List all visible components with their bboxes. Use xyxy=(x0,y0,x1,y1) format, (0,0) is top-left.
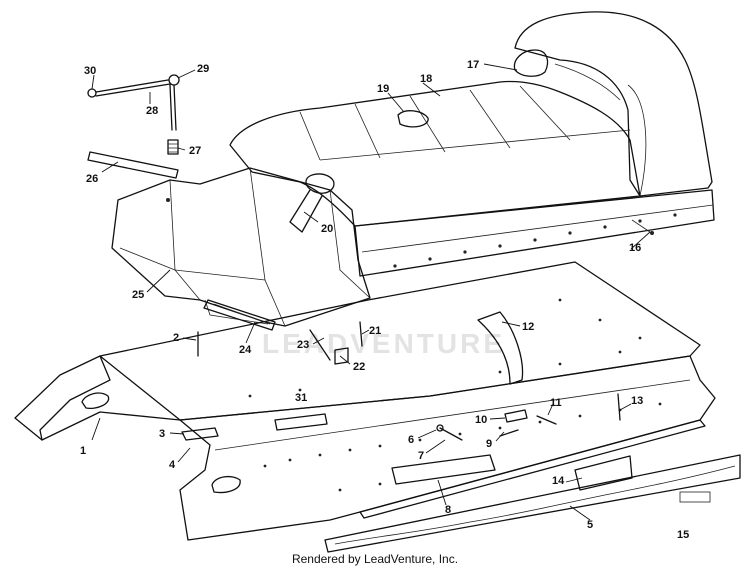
callout-14: 14 xyxy=(552,475,565,487)
tank-strap xyxy=(203,299,276,331)
callout-30: 30 xyxy=(84,65,96,77)
callout-4: 4 xyxy=(169,459,176,471)
bracket-12 xyxy=(477,311,524,385)
callout-22: 22 xyxy=(353,361,365,373)
callout-1: 1 xyxy=(80,445,86,457)
callout-11: 11 xyxy=(550,397,562,409)
pad-26 xyxy=(87,151,179,179)
callout-20: 20 xyxy=(321,223,333,235)
bracket-14 xyxy=(574,455,633,491)
callout-18: 18 xyxy=(420,73,432,85)
fuel-tank-assembly xyxy=(111,167,371,331)
footrest-15 xyxy=(324,454,741,553)
leader-lines xyxy=(91,63,651,521)
decal-31 xyxy=(274,413,328,431)
callout-29: 29 xyxy=(197,63,209,75)
callout-27: 27 xyxy=(189,145,201,157)
linkage-assembly xyxy=(87,74,180,179)
callout-3: 3 xyxy=(159,428,165,440)
callout-19: 19 xyxy=(377,83,389,95)
seat-emblem xyxy=(397,110,429,128)
fuel-tank xyxy=(111,167,371,327)
callout-16: 16 xyxy=(629,242,641,254)
callout-17: 17 xyxy=(467,59,479,71)
callout-12: 12 xyxy=(522,321,534,333)
callout-24: 24 xyxy=(239,344,252,356)
callout-23: 23 xyxy=(297,339,309,351)
chassis-tunnel xyxy=(14,261,716,541)
callout-7: 7 xyxy=(418,450,424,462)
seat-cushion xyxy=(229,80,641,227)
callout-15: 15 xyxy=(677,529,689,541)
callout-21: 21 xyxy=(369,325,381,337)
backrest-pad xyxy=(513,49,549,77)
running-board xyxy=(324,419,741,553)
callout-25: 25 xyxy=(132,289,144,301)
watermark: LEADVENTURE xyxy=(262,328,505,359)
callout-labels: 1 2 3 4 5 6 7 8 9 10 11 12 13 14 15 16 1… xyxy=(80,59,689,541)
callout-9: 9 xyxy=(486,438,492,450)
callout-31: 31 xyxy=(295,392,307,404)
callout-13: 13 xyxy=(631,395,643,407)
callout-6: 6 xyxy=(408,434,414,446)
callout-2: 2 xyxy=(173,332,179,344)
decal-8 xyxy=(391,454,496,485)
callout-5: 5 xyxy=(587,519,593,531)
seat-assembly xyxy=(229,11,715,277)
callout-8: 8 xyxy=(445,504,451,516)
callout-26: 26 xyxy=(86,173,98,185)
callout-28: 28 xyxy=(146,105,158,117)
footer-credit: Rendered by LeadVenture, Inc. xyxy=(291,552,459,566)
fuel-cap xyxy=(305,173,335,194)
callout-10: 10 xyxy=(475,414,487,426)
